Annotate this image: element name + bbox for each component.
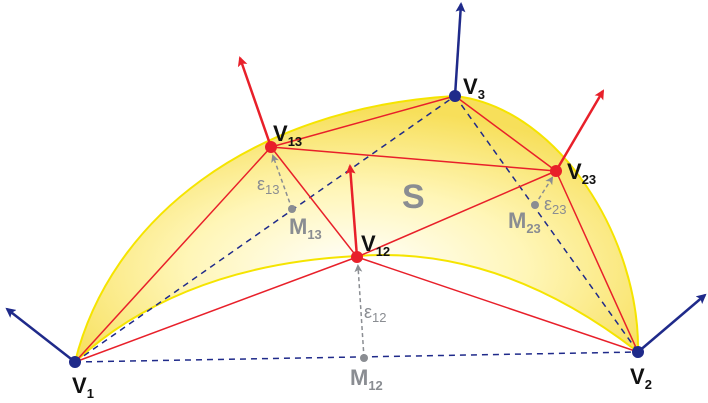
label-m23: M23 [508, 208, 541, 236]
label-m12: M12 [350, 365, 383, 393]
midpoint-m13 [288, 205, 296, 213]
label-v23: V23 [567, 159, 596, 187]
label-v12: V12 [361, 231, 390, 259]
label-e12: ε12 [364, 302, 387, 325]
vertex-v1 [69, 356, 81, 368]
vertices [69, 90, 644, 368]
triangulation-edges [74, 95, 639, 363]
original-edges [74, 95, 639, 363]
midpoint-m12 [360, 354, 368, 362]
displacement-arrows [271, 154, 554, 359]
label-e13: ε13 [257, 174, 280, 197]
normals [5, 2, 707, 363]
vertex-v3 [449, 90, 461, 102]
label-surface: S [402, 178, 425, 216]
label-m13: M13 [289, 214, 322, 242]
vertex-v2 [632, 346, 644, 358]
vertex-v23 [550, 165, 562, 177]
label-e23: ε23 [544, 194, 567, 217]
label-v1: V1 [72, 373, 94, 401]
label-v2: V2 [630, 364, 652, 392]
vertex-v12 [351, 251, 363, 263]
label-v13: V13 [273, 121, 302, 149]
midpoint-m23 [531, 201, 539, 209]
label-v3: V3 [463, 74, 485, 102]
vertex-v13 [265, 141, 277, 153]
surface-s [73, 94, 640, 365]
